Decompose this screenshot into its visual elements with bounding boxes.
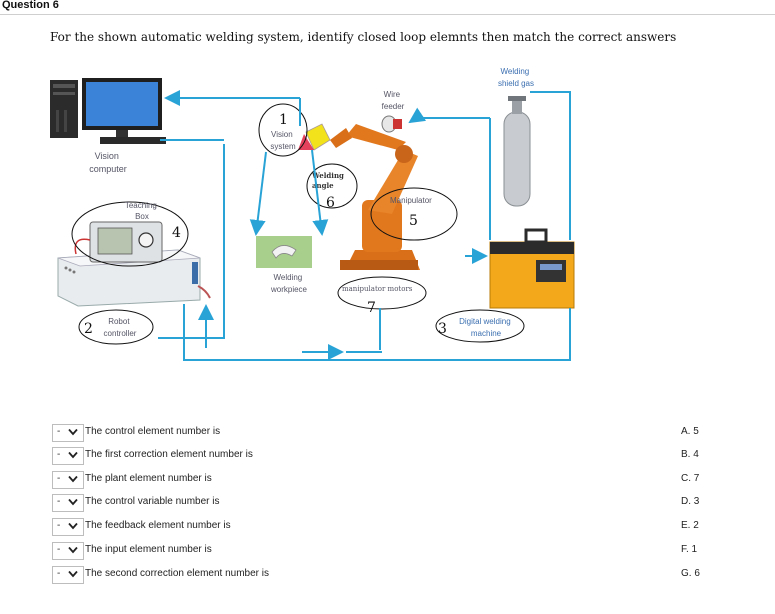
answer-select[interactable]: - [52, 447, 84, 465]
answer-select[interactable]: - [52, 471, 84, 489]
welding-machine-loop [435, 309, 525, 343]
manipulator-loop [370, 187, 458, 241]
shield-gas-label: Welding shield gas [498, 67, 534, 88]
match-row-label: The control element number is [85, 426, 221, 437]
answer-select[interactable]: - [52, 518, 84, 536]
match-row-label: The feedback element number is [85, 520, 231, 531]
number-3: 3 [438, 321, 447, 337]
number-1: 1 [279, 112, 288, 128]
answer-select[interactable]: - [52, 424, 84, 442]
match-row-label: The second correction element number is [85, 568, 269, 579]
manipulator-label: Manipulator [390, 196, 432, 205]
welding-machine-label: Digital welding machine [459, 317, 513, 338]
answer-select[interactable]: - [52, 494, 84, 512]
match-row-label: The input element number is [85, 544, 212, 555]
answer-option: E. 2 [681, 520, 699, 531]
question-prompt: For the shown automatic welding system, … [50, 30, 677, 44]
match-row-label: The first correction element number is [85, 449, 253, 460]
motors-loop [337, 276, 427, 310]
workpiece-label: Welding workpiece [270, 273, 308, 294]
question-header: Question 6 [0, 0, 775, 15]
teaching-box-loop [71, 201, 189, 267]
chevron-down-icon [68, 475, 78, 483]
chevron-down-icon [68, 546, 78, 554]
match-row-label: The plant element number is [85, 473, 212, 484]
robot-controller-label: Robot controller [104, 317, 137, 338]
answer-option: A. 5 [681, 426, 699, 437]
welding-angle-label: Welding angle [311, 171, 346, 190]
chevron-down-icon [68, 498, 78, 506]
number-4: 4 [172, 225, 181, 241]
vision-camera [298, 123, 331, 151]
vision-system-loop [258, 103, 308, 157]
chevron-down-icon [68, 451, 78, 459]
answer-select[interactable]: - [52, 566, 84, 584]
vision-system-label: Vision system [270, 130, 296, 151]
welding-system-diagram: Vision computer Teaching Box 4 2 Robot c… [50, 67, 575, 361]
number-6: 6 [326, 195, 335, 211]
number-7: 7 [367, 300, 376, 316]
wire-feeder-label: Wire feeder [382, 90, 405, 111]
answer-option: F. 1 [681, 544, 698, 555]
robot-controller-loop [78, 309, 154, 345]
welding-angle-loop [306, 163, 358, 209]
digital-welding-machine [489, 228, 575, 309]
number-2: 2 [84, 321, 93, 337]
number-5: 5 [409, 213, 418, 229]
motors-label: manipulator motors [342, 285, 413, 293]
computer-tower [50, 80, 78, 138]
chevron-down-icon [68, 522, 78, 530]
vision-computer-label: Vision computer [89, 151, 127, 174]
chevron-down-icon [68, 570, 78, 578]
answer-select[interactable]: - [52, 542, 84, 560]
question-number: Question 6 [2, 0, 59, 11]
teaching-box-label: Teaching Box [125, 201, 159, 221]
answer-option: D. 3 [681, 496, 700, 507]
computer-monitor [82, 78, 166, 144]
teaching-pendant [74, 221, 163, 263]
welding-workpiece [256, 236, 312, 268]
shield-gas-cylinder [503, 96, 531, 207]
match-row-label: The control variable number is [85, 496, 220, 507]
answer-option: B. 4 [681, 449, 699, 460]
wire-feeder [381, 115, 402, 133]
chevron-down-icon [68, 428, 78, 436]
connection-arrows [158, 90, 571, 361]
answer-option: G. 6 [681, 568, 700, 579]
answer-option: C. 7 [681, 473, 700, 484]
